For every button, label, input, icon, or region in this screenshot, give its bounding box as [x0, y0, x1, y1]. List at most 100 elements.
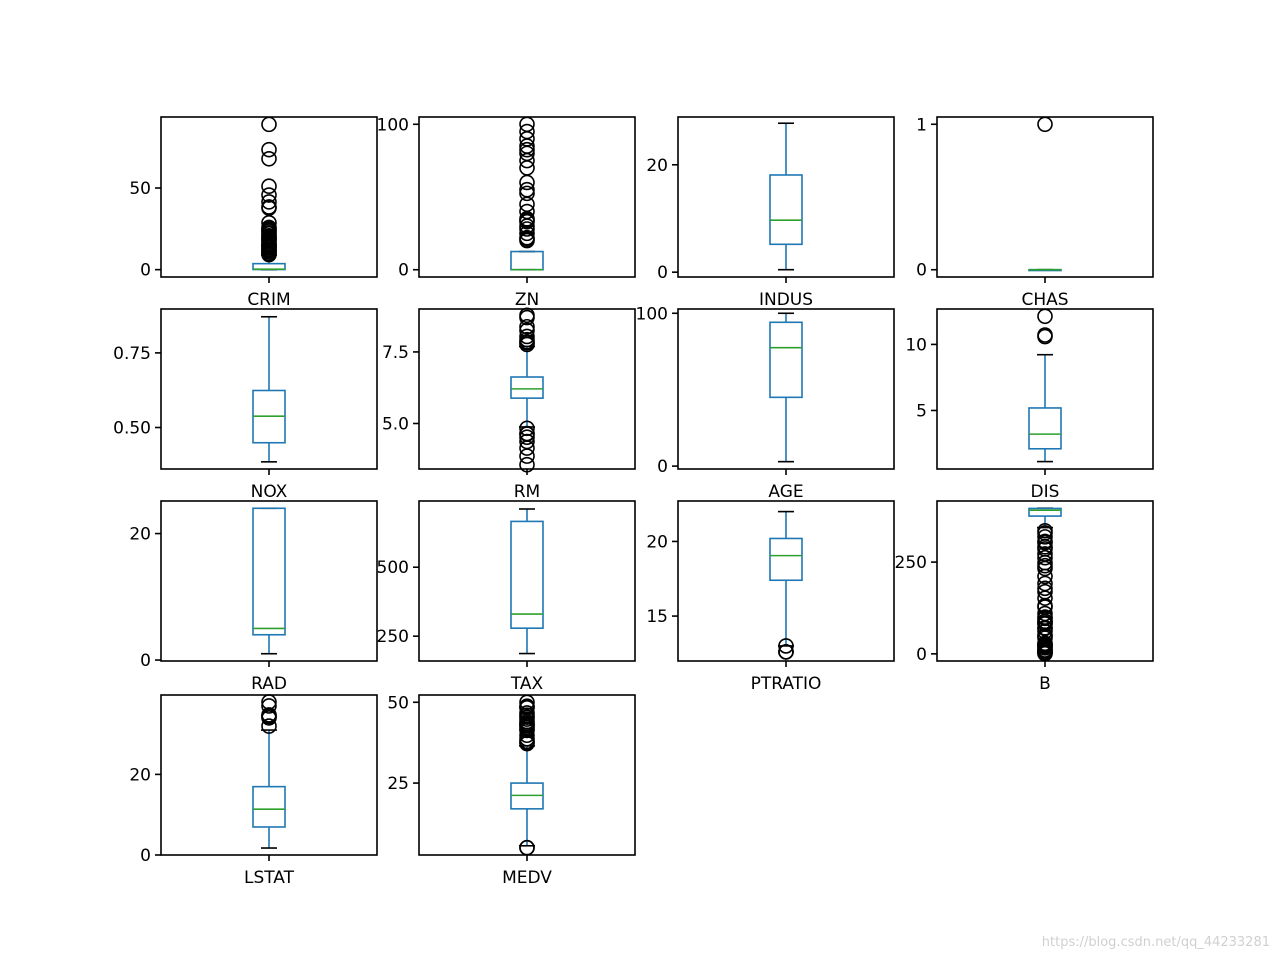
x-tick-label: LSTAT [244, 868, 295, 888]
outlier-point [519, 141, 535, 158]
outlier-point [1037, 327, 1053, 343]
y-tick-label: 0 [140, 651, 151, 671]
outlier-point [261, 698, 277, 714]
outlier-point [261, 194, 277, 210]
outlier-point [519, 705, 535, 721]
x-tick-label: AGE [768, 482, 803, 502]
outlier-point [261, 150, 277, 167]
x-tick-label: RAD [251, 674, 287, 694]
iqr-box [1028, 507, 1062, 517]
iqr-box [769, 321, 803, 399]
iqr-box [252, 507, 286, 636]
iqr-box [769, 537, 803, 582]
y-tick-label: 0.50 [113, 419, 151, 439]
outlier-point [261, 219, 277, 236]
outlier-point [1037, 609, 1053, 625]
iqr-box [510, 520, 544, 629]
outlier-point [519, 448, 535, 464]
outlier-point [1037, 116, 1053, 133]
outlier-point [261, 707, 277, 723]
outlier-point [519, 203, 535, 220]
y-tick-label: 5.0 [382, 414, 409, 434]
y-tick-label: 1 [916, 115, 927, 135]
outlier-point [261, 116, 277, 133]
iqr-box [769, 174, 803, 246]
y-tick-label: 0 [140, 261, 151, 281]
y-tick-label: 0 [916, 261, 927, 281]
y-tick-label: 0 [140, 846, 151, 866]
y-tick-label: 50 [129, 179, 151, 199]
outlier-point [519, 185, 535, 202]
outlier-point [261, 199, 277, 215]
y-tick-label: 0.75 [113, 344, 151, 364]
x-tick-label: CHAS [1021, 290, 1068, 310]
outlier-point [261, 178, 277, 195]
y-tick-label: 20 [646, 532, 668, 552]
y-tick-label: 50 [387, 693, 409, 713]
x-tick-label: MEDV [502, 868, 552, 888]
y-tick-label: 15 [646, 607, 668, 627]
y-tick-label: 100 [377, 115, 409, 135]
outlier-point [778, 644, 794, 660]
iqr-box [510, 250, 544, 271]
outlier-point [519, 425, 535, 442]
y-tick-label: 10 [905, 335, 927, 355]
outlier-point [1037, 549, 1053, 566]
x-tick-label: RM [514, 482, 540, 502]
y-tick-label: 25 [387, 774, 409, 794]
outlier-point [519, 318, 535, 335]
y-tick-label: 0 [657, 263, 668, 283]
iqr-box [510, 376, 544, 399]
outlier-point [1037, 575, 1053, 592]
x-tick-label: B [1039, 674, 1051, 694]
y-tick-label: 0 [398, 261, 409, 281]
x-tick-label: DIS [1031, 482, 1060, 502]
outlier-point [261, 141, 277, 158]
iqr-box [252, 785, 286, 828]
x-tick-label: ZN [515, 290, 539, 310]
outlier-point [1037, 308, 1053, 325]
y-tick-label: 7.5 [382, 343, 409, 363]
y-tick-label: 20 [129, 525, 151, 545]
outlier-point [519, 698, 535, 714]
y-tick-label: 250 [895, 553, 927, 573]
axes-frame [936, 116, 1154, 278]
outlier-point [1037, 546, 1053, 562]
outlier-point [261, 718, 277, 734]
outlier-point [261, 187, 277, 203]
y-tick-label: 100 [636, 304, 668, 324]
y-tick-label: 20 [129, 765, 151, 785]
outlier-point [519, 229, 535, 246]
x-tick-label: TAX [510, 674, 544, 694]
outlier-point [519, 420, 535, 437]
x-tick-label: NOX [251, 482, 288, 502]
outlier-point [1037, 533, 1053, 550]
outlier-point [1037, 580, 1053, 597]
y-tick-label: 20 [646, 156, 668, 176]
y-tick-label: 250 [377, 627, 409, 647]
watermark-text: https://blog.csdn.net/qq_44233281 [1041, 935, 1270, 950]
outlier-point [519, 123, 535, 140]
y-tick-label: 0 [916, 645, 927, 665]
x-tick-label: INDUS [759, 290, 813, 310]
x-tick-label: CRIM [247, 290, 290, 310]
subplot-rm: 5.0 7.5RM [382, 307, 636, 502]
y-tick-label: 500 [377, 558, 409, 578]
outlier-point [778, 638, 794, 654]
outlier-point [519, 322, 535, 339]
outlier-point [1037, 605, 1053, 622]
